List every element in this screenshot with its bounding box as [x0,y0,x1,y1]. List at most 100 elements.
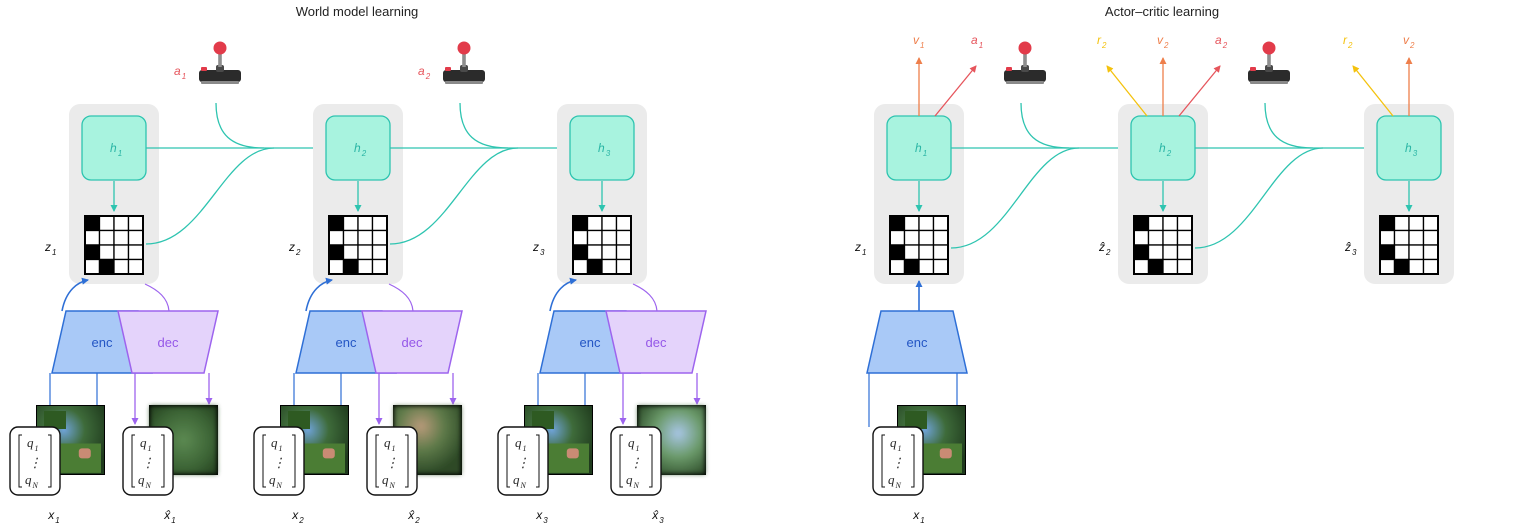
h-label-sub: 3 [606,149,611,158]
q-bottom-main: q [138,472,145,487]
z-to-dec-line [144,283,170,312]
z-label-main: z [532,240,539,254]
q-card [122,426,174,496]
value-label-main: v [913,33,920,47]
h-label-sub: 2 [1166,149,1172,158]
z-label-sub: 2 [1105,248,1111,257]
grid-cell [586,244,603,261]
z-feed-arrow [389,147,519,245]
x-label-sub: 2 [298,516,304,525]
dec-label: dec [158,335,179,350]
x-label-sub: 3 [543,516,548,525]
joystick-button [445,67,451,71]
z-label-sub: 3 [540,248,545,257]
grid-cell [1176,258,1193,275]
grid-cell [342,229,359,246]
grid-cell [615,229,632,246]
dec-shape [605,310,707,374]
q-bracket-right [649,434,653,488]
encoder: enc [866,310,968,374]
reward-label-sub: 2 [1101,41,1107,50]
z-label-sub: 1 [862,248,866,257]
grid-cell [1422,215,1439,232]
grid-cell [371,258,388,275]
grid-cell [889,244,906,261]
grid-cell [371,215,388,232]
reward-head-arrow [1352,65,1394,117]
value-label: v1 [913,33,924,50]
z-to-dec-line [388,283,414,312]
grid-cell [1422,229,1439,246]
grid-cell [113,215,130,232]
action-feed-arrow [1264,102,1314,149]
action-label-sub: 1 [182,72,186,81]
query-card-obs: q1⋮qN [872,426,924,496]
q-dots: ⋮ [517,455,530,470]
grid-cell [127,215,144,232]
action-feed-arrow [459,102,509,149]
grid-cell [1176,229,1193,246]
xhat-label-main: x̂ [407,508,415,522]
grid-cell [1408,215,1425,232]
joystick-collar [216,65,224,72]
joystick-base-edge [201,81,239,84]
joystick-stick [1023,51,1027,67]
enc-label: enc [92,335,113,350]
q-top-label: q1 [890,435,902,453]
enc-label: enc [580,335,601,350]
joystick-button [201,67,207,71]
q-top-label: q1 [27,435,39,453]
z-label: ẑ3 [1344,240,1357,257]
q-top-main: q [27,435,34,450]
q-dots: ⋮ [273,455,286,470]
z-grid [1133,215,1193,275]
grid-cell [932,215,949,232]
q-bottom-label: qN [382,472,396,490]
enc-label: enc [907,335,928,350]
grid-cell [127,258,144,275]
grid-cell [1393,215,1410,232]
joystick-icon [199,41,241,84]
action-label-main: a [1215,33,1222,47]
grid-border [84,215,144,275]
value-label: v2 [1157,33,1169,50]
action-head-arrow [1178,65,1221,117]
x-label: x2 [291,508,304,525]
grid-cell [601,244,618,261]
q-bottom-sub: N [895,481,902,490]
h-label-main: h [915,141,922,155]
grid-cell [84,258,101,275]
grid-cell [328,215,345,232]
grid-border [1133,215,1193,275]
h-state-box: h2 [1130,115,1196,181]
frame-hand [939,448,952,459]
grid-cell [615,258,632,275]
q-dots: ⋮ [142,455,155,470]
grid-cell [84,244,101,261]
z-label-sub: 1 [52,248,56,257]
dec-label: dec [646,335,667,350]
q-bracket-left [619,434,623,488]
xhat-label-sub: 3 [659,516,664,525]
h-state-box: h3 [1376,115,1442,181]
x-label-main: x [291,508,299,522]
xhat-label: x̂1 [163,508,175,525]
q-bottom-main: q [513,472,520,487]
grid-cell [113,258,130,275]
grid-cell [1133,215,1150,232]
grid-border [572,215,632,275]
value-label-main: v [1157,33,1164,47]
grid-cell [889,229,906,246]
grid-cell [1133,229,1150,246]
z-feed-arrow [145,147,275,245]
z-label: z3 [532,240,545,257]
q-top-sub: 1 [636,444,640,453]
action-feed-arrow [215,102,265,149]
grid-cell [932,258,949,275]
q-top-main: q [271,435,278,450]
grid-cell [1393,258,1410,275]
joystick-base-edge [1006,81,1044,84]
grid-cell [918,244,935,261]
enc-label: enc [336,335,357,350]
